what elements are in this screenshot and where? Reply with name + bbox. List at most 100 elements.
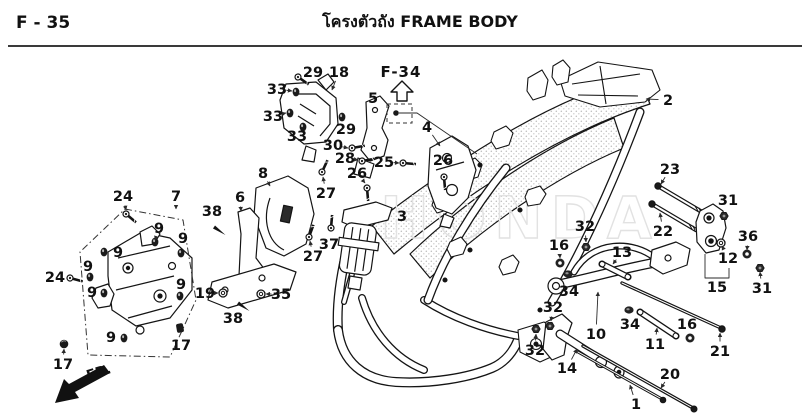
part-callout: 1 [631, 397, 641, 413]
part-callout: 9 [176, 277, 186, 293]
part-callout: 36 [738, 229, 758, 245]
callout-leader [286, 88, 293, 93]
callout-leader [353, 157, 359, 162]
part-8-bracket [253, 175, 315, 257]
bolt-icon [440, 173, 448, 191]
fr-arrow-icon [55, 365, 110, 403]
pin-icon [212, 225, 226, 236]
part-callout: 8 [258, 166, 268, 182]
callout-leader [266, 181, 271, 187]
part-callout: 29 [303, 65, 323, 81]
grommet-icon [299, 122, 307, 132]
part-callout: 26 [433, 153, 453, 169]
part-callout: 17 [171, 338, 191, 354]
part-callout: 21 [710, 344, 730, 360]
washer-icon [218, 288, 228, 298]
part-callout: 32 [575, 219, 595, 235]
part-callout: 37 [319, 237, 339, 253]
bushing-icon [624, 306, 634, 314]
part-callout: 12 [718, 251, 738, 267]
part-callout: 34 [559, 284, 579, 300]
part-callout: 30 [323, 138, 343, 154]
grommet-icon [100, 247, 108, 257]
part-callout: 9 [113, 245, 123, 261]
part-callout: 3 [397, 209, 407, 225]
part-callout: 27 [316, 186, 336, 202]
nut-icon [581, 243, 591, 251]
part-callout: 10 [586, 327, 606, 343]
part-callout: 9 [83, 259, 93, 275]
grommet-icon [86, 272, 94, 282]
part-callout: 17 [53, 357, 73, 373]
bolt-icon [318, 159, 329, 176]
bolt-icon [305, 224, 316, 241]
part-callout: 4 [422, 120, 432, 136]
callout-leader [660, 381, 666, 389]
bushing-icon [563, 270, 573, 278]
callout-leader [612, 259, 618, 265]
callout-leader [342, 144, 349, 150]
part-callout: 16 [677, 317, 697, 333]
callout-leader [629, 384, 634, 396]
washer-icon [716, 238, 726, 248]
part-5-bracket [353, 95, 390, 179]
pin-icon [236, 301, 250, 312]
bolt-icon [66, 274, 83, 284]
grommet-icon [177, 248, 185, 258]
grommet-icon [292, 87, 300, 97]
callout-leader [331, 80, 336, 91]
callout-leader [660, 176, 666, 185]
part-callout: 2 [663, 93, 673, 109]
part-callout: 29 [336, 122, 356, 138]
part-callout: 13 [612, 245, 632, 261]
ring-icon [742, 249, 752, 259]
grommet-icon [120, 333, 128, 343]
honda-watermark: HONDA [380, 184, 659, 252]
callout-leader [122, 205, 128, 211]
part-callout: 9 [178, 231, 188, 247]
part-callout: 33 [263, 109, 283, 125]
bolt-icon [348, 144, 366, 152]
part-callout: 9 [106, 330, 116, 346]
bolt-icon [122, 210, 137, 224]
part-callout: 38 [202, 204, 222, 220]
nut-icon [755, 264, 765, 272]
part-7-engine-bracket [79, 208, 197, 358]
nut-icon [719, 212, 729, 220]
part-callout: 32 [543, 300, 563, 316]
part-callout: 22 [653, 224, 673, 240]
nut-icon [545, 322, 555, 330]
ring-icon [555, 258, 565, 268]
callout-leader [281, 111, 287, 117]
callout-leader [721, 245, 726, 251]
callout-leader [154, 235, 159, 241]
part-callout: 31 [752, 281, 772, 297]
f34-dashed-box [386, 103, 413, 124]
callout-leader [321, 176, 326, 184]
plug-icon [176, 323, 184, 333]
page-title: โครงตัวถัง FRAME BODY [321, 11, 518, 31]
bolt-icon [399, 159, 417, 167]
callout-leader [360, 178, 366, 184]
callout-leader [595, 291, 601, 325]
part-callout: 32 [525, 343, 545, 359]
callout-leader [308, 240, 314, 247]
callout-leader [758, 271, 763, 279]
part-callout: 33 [287, 129, 307, 145]
washer-icon [256, 289, 266, 299]
fr-label: FR. [84, 361, 113, 384]
part-3-assembly [337, 201, 393, 291]
callout-leader [571, 348, 578, 360]
nut-icon [531, 325, 541, 333]
bolt-icon [358, 157, 376, 165]
part-callout: 18 [329, 65, 349, 81]
page-code: F - 35 [16, 13, 70, 33]
part-4-bracket [427, 135, 477, 229]
f34-label: F-34 [381, 63, 422, 81]
part-callout: 11 [645, 337, 665, 353]
fr-direction: FR. [55, 361, 113, 403]
part-18-heat-guard [279, 73, 339, 163]
bolt-icon [327, 214, 335, 232]
part-callout: 20 [660, 367, 680, 383]
